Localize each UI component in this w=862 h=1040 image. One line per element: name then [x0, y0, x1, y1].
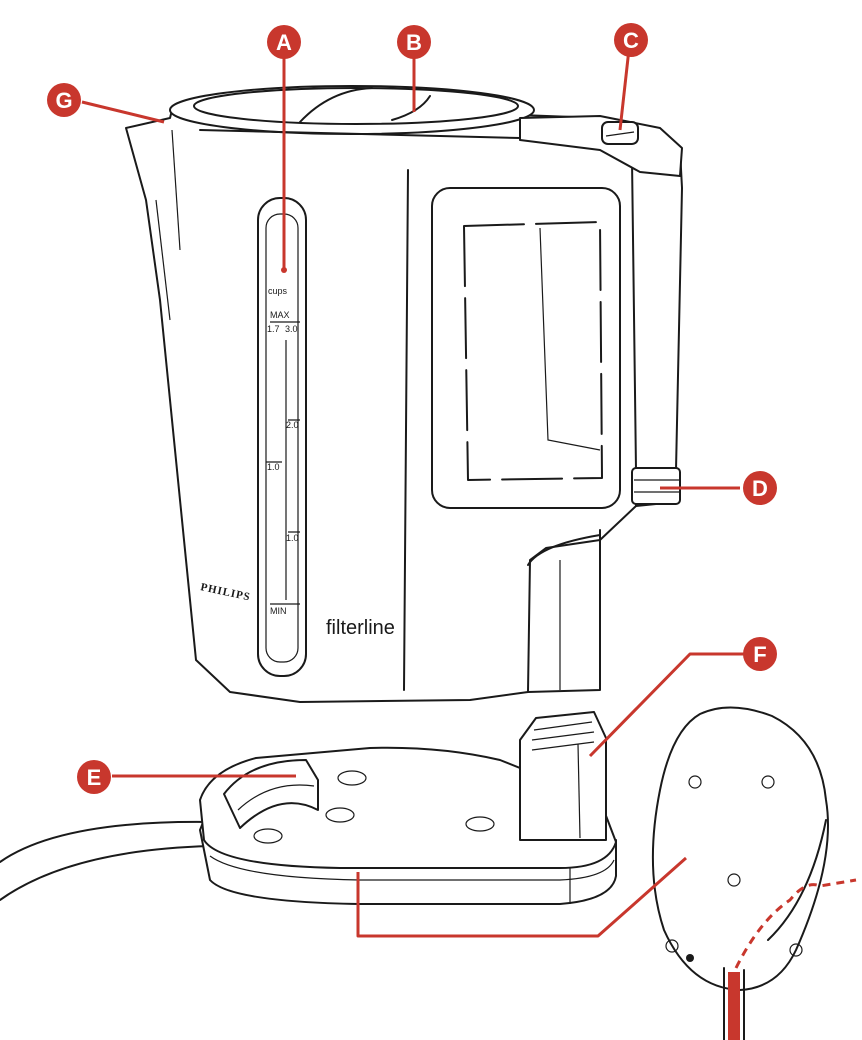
callout-F-letter: F	[753, 642, 766, 667]
kettle-handle-top	[519, 115, 683, 177]
callout-B-letter: B	[406, 30, 422, 55]
callout-G-letter: G	[55, 88, 72, 113]
callout-F: F	[743, 637, 777, 671]
leader-G	[81, 100, 165, 124]
gauge-mark-1-0-right: 1.0	[286, 533, 299, 543]
leader-underside	[356, 856, 687, 938]
base-underside	[651, 706, 857, 1040]
gauge-mark-1-7: 1.7	[267, 324, 280, 334]
gauge-max-label: MAX	[270, 310, 290, 320]
gauge-min-label: MIN	[270, 606, 287, 616]
callout-C-letter: C	[623, 28, 639, 53]
kettle-base	[0, 711, 617, 905]
callout-E: E	[77, 760, 111, 794]
callout-D-letter: D	[752, 476, 768, 501]
callout-A-letter: A	[276, 30, 292, 55]
gauge-unit-label: cups	[268, 286, 288, 296]
callout-D: D	[743, 471, 777, 505]
handle-window	[431, 187, 621, 509]
model-label: filterline	[326, 617, 395, 639]
gauge-mark-1-0-left: 1.0	[267, 462, 280, 472]
callout-A: A	[267, 25, 301, 59]
callout-G: G	[47, 83, 81, 117]
kettle-lid	[169, 85, 535, 139]
leader-F	[588, 652, 760, 758]
gauge-mark-3-0: 3.0	[285, 324, 298, 334]
water-gauge: cups MAX 1.7 3.0 2.0 1.0 1.0 MIN	[257, 197, 307, 677]
callout-E-letter: E	[87, 765, 102, 790]
handle-band	[631, 467, 681, 505]
gauge-mark-2-0: 2.0	[286, 420, 299, 430]
leader-lines	[81, 39, 760, 938]
callout-B: B	[397, 25, 431, 59]
callout-C: C	[614, 23, 648, 57]
